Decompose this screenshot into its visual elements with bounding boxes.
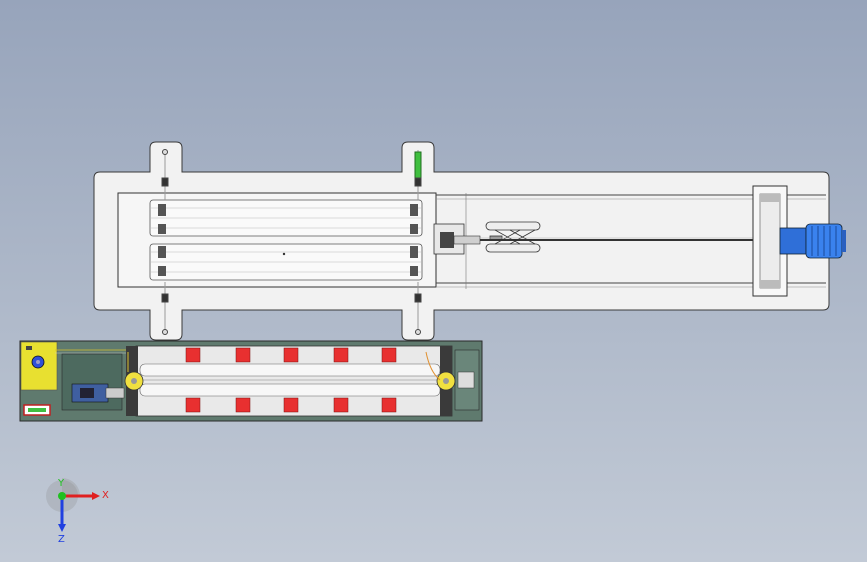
bearing-blocks-right (410, 204, 418, 276)
bearing-blocks-left (158, 204, 166, 276)
roller-segments-top (185, 347, 397, 363)
scissor-linkage (485, 221, 541, 253)
top-frame-assembly (93, 141, 846, 341)
base-roller-lower (139, 383, 441, 397)
z-axis-label: Z (58, 534, 65, 545)
x-axis-label: X (102, 490, 109, 501)
y-axis-label: Y (57, 478, 65, 489)
coordinate-triad-icon (46, 478, 100, 532)
motor-icon (779, 223, 846, 259)
ear-studs (161, 149, 422, 335)
base-roller-upper (139, 363, 441, 377)
roller-icon (124, 371, 456, 391)
drive-coupling (433, 223, 481, 255)
roller-segments-bottom (185, 397, 397, 413)
motor-carriage (752, 185, 788, 297)
bottom-base-assembly (19, 340, 483, 422)
